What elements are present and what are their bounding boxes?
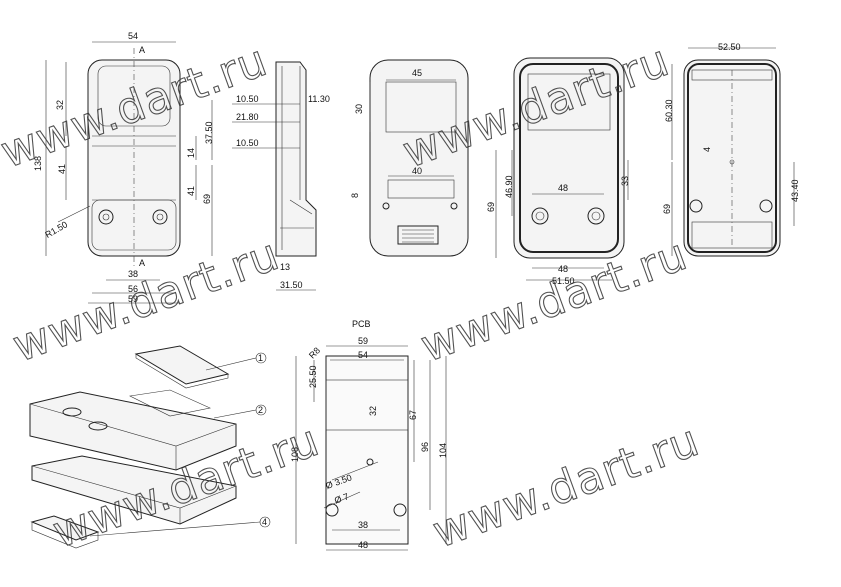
dim-48-bottom: 48 [558, 264, 568, 274]
dim-10-50-bottom: 10.50 [236, 138, 259, 148]
front-view-screw-right [152, 209, 168, 225]
dim-14: 14 [186, 148, 196, 158]
side-section-view: 10.50 11.30 21.80 10.50 13 31.50 [232, 61, 330, 291]
back-view-hole-left [382, 202, 390, 210]
back-view-plate [387, 179, 455, 199]
pcb-dim-104: 104 [438, 443, 448, 458]
dim-52-50: 52.50 [718, 42, 741, 52]
back-view-body [369, 59, 469, 257]
dim-69: 69 [202, 194, 212, 204]
pcb-dim-67: 67 [408, 410, 418, 420]
part-3-bottom-housing [31, 455, 237, 525]
dim-30: 30 [354, 104, 364, 114]
dim-21-80: 21.80 [236, 112, 259, 122]
dim-51-50: 51.50 [552, 276, 575, 286]
inside-view-boss-right [587, 207, 605, 225]
dim-4: 4 [702, 147, 712, 152]
dim-41-left: 41 [57, 164, 67, 174]
part-1-cover [134, 345, 230, 385]
dim-138: 138 [33, 156, 43, 171]
dim-43-40: 43.40 [790, 179, 800, 202]
pcb-dim-108: 108 [290, 447, 300, 462]
back-view-battery-door [397, 225, 439, 245]
pcb-hole-right [393, 503, 407, 517]
part-2-top-housing [29, 391, 237, 471]
pcb-dim-96: 96 [420, 442, 430, 452]
dim-37-50: 37.50 [204, 121, 214, 144]
dim-59: 59 [128, 294, 138, 304]
pcb-hole-left [325, 503, 339, 517]
pcb-dim-32: 32 [368, 406, 378, 416]
pcb-dim-59: 59 [358, 336, 368, 346]
open-back-boss-right [759, 199, 773, 213]
dim-40: 40 [412, 166, 422, 176]
callout-1: 1 [258, 353, 263, 363]
dim-48-top: 48 [558, 183, 568, 193]
dim-r8: R8 [307, 345, 322, 360]
watermark-6: www.dart.ru [426, 415, 706, 558]
section-mark-a-bottom: A [139, 258, 145, 268]
back-view: 45 30 40 8 [350, 59, 469, 257]
exploded-isometric-view: 1 2 4 [29, 345, 271, 549]
dim-r1-50: R1.50 [43, 219, 69, 240]
pcb-view: PCB R8 59 54 25.50 32 67 96 104 108 Ø 3.… [290, 319, 448, 551]
front-view: 54 A 138 32 41 14 37.50 41 69 R1.50 A 38… [33, 31, 214, 304]
dim-45: 45 [412, 68, 422, 78]
dim-31-50: 31.50 [280, 280, 303, 290]
dim-54: 54 [128, 31, 138, 41]
pcb-outline [325, 355, 409, 545]
back-view-hole-right [450, 202, 458, 210]
pcb-dim-38: 38 [358, 520, 368, 530]
pcb-dim-d7: Ø 7 [333, 491, 350, 505]
back-view-label-area [385, 81, 457, 133]
dim-11-30: 11.30 [308, 94, 330, 104]
dim-69-open: 69 [662, 204, 672, 214]
dim-56: 56 [128, 284, 138, 294]
dim-69-inside: 69 [486, 202, 496, 212]
dim-13: 13 [280, 262, 290, 272]
pcb-dim-25-50: 25.50 [308, 365, 318, 388]
section-mark-a-top: A [139, 45, 145, 55]
front-view-screw-left [98, 209, 114, 225]
callout-2: 2 [258, 405, 263, 415]
open-back-view: 52.50 60.30 4 69 43.40 [662, 42, 800, 257]
open-back-boss-left [689, 199, 703, 213]
dim-33: 33 [620, 176, 630, 186]
dim-10-50-top: 10.50 [236, 94, 259, 104]
pcb-dim-54: 54 [358, 350, 368, 360]
dim-38: 38 [128, 269, 138, 279]
dim-32: 32 [55, 100, 65, 110]
inside-view-boss-left [531, 207, 549, 225]
pcb-dim-48: 48 [358, 540, 368, 550]
dim-41-right: 41 [186, 186, 196, 196]
side-view-body [275, 61, 317, 257]
dim-46-90: 46.90 [504, 175, 514, 198]
callout-4: 4 [262, 517, 267, 527]
pcb-title: PCB [352, 319, 371, 329]
inside-view: 48 46.90 69 33 48 51.50 [486, 57, 630, 286]
dim-8: 8 [350, 193, 360, 198]
pcb-display-area [325, 379, 409, 431]
inside-view-window [527, 73, 611, 131]
dim-60-30: 60.30 [664, 99, 674, 122]
